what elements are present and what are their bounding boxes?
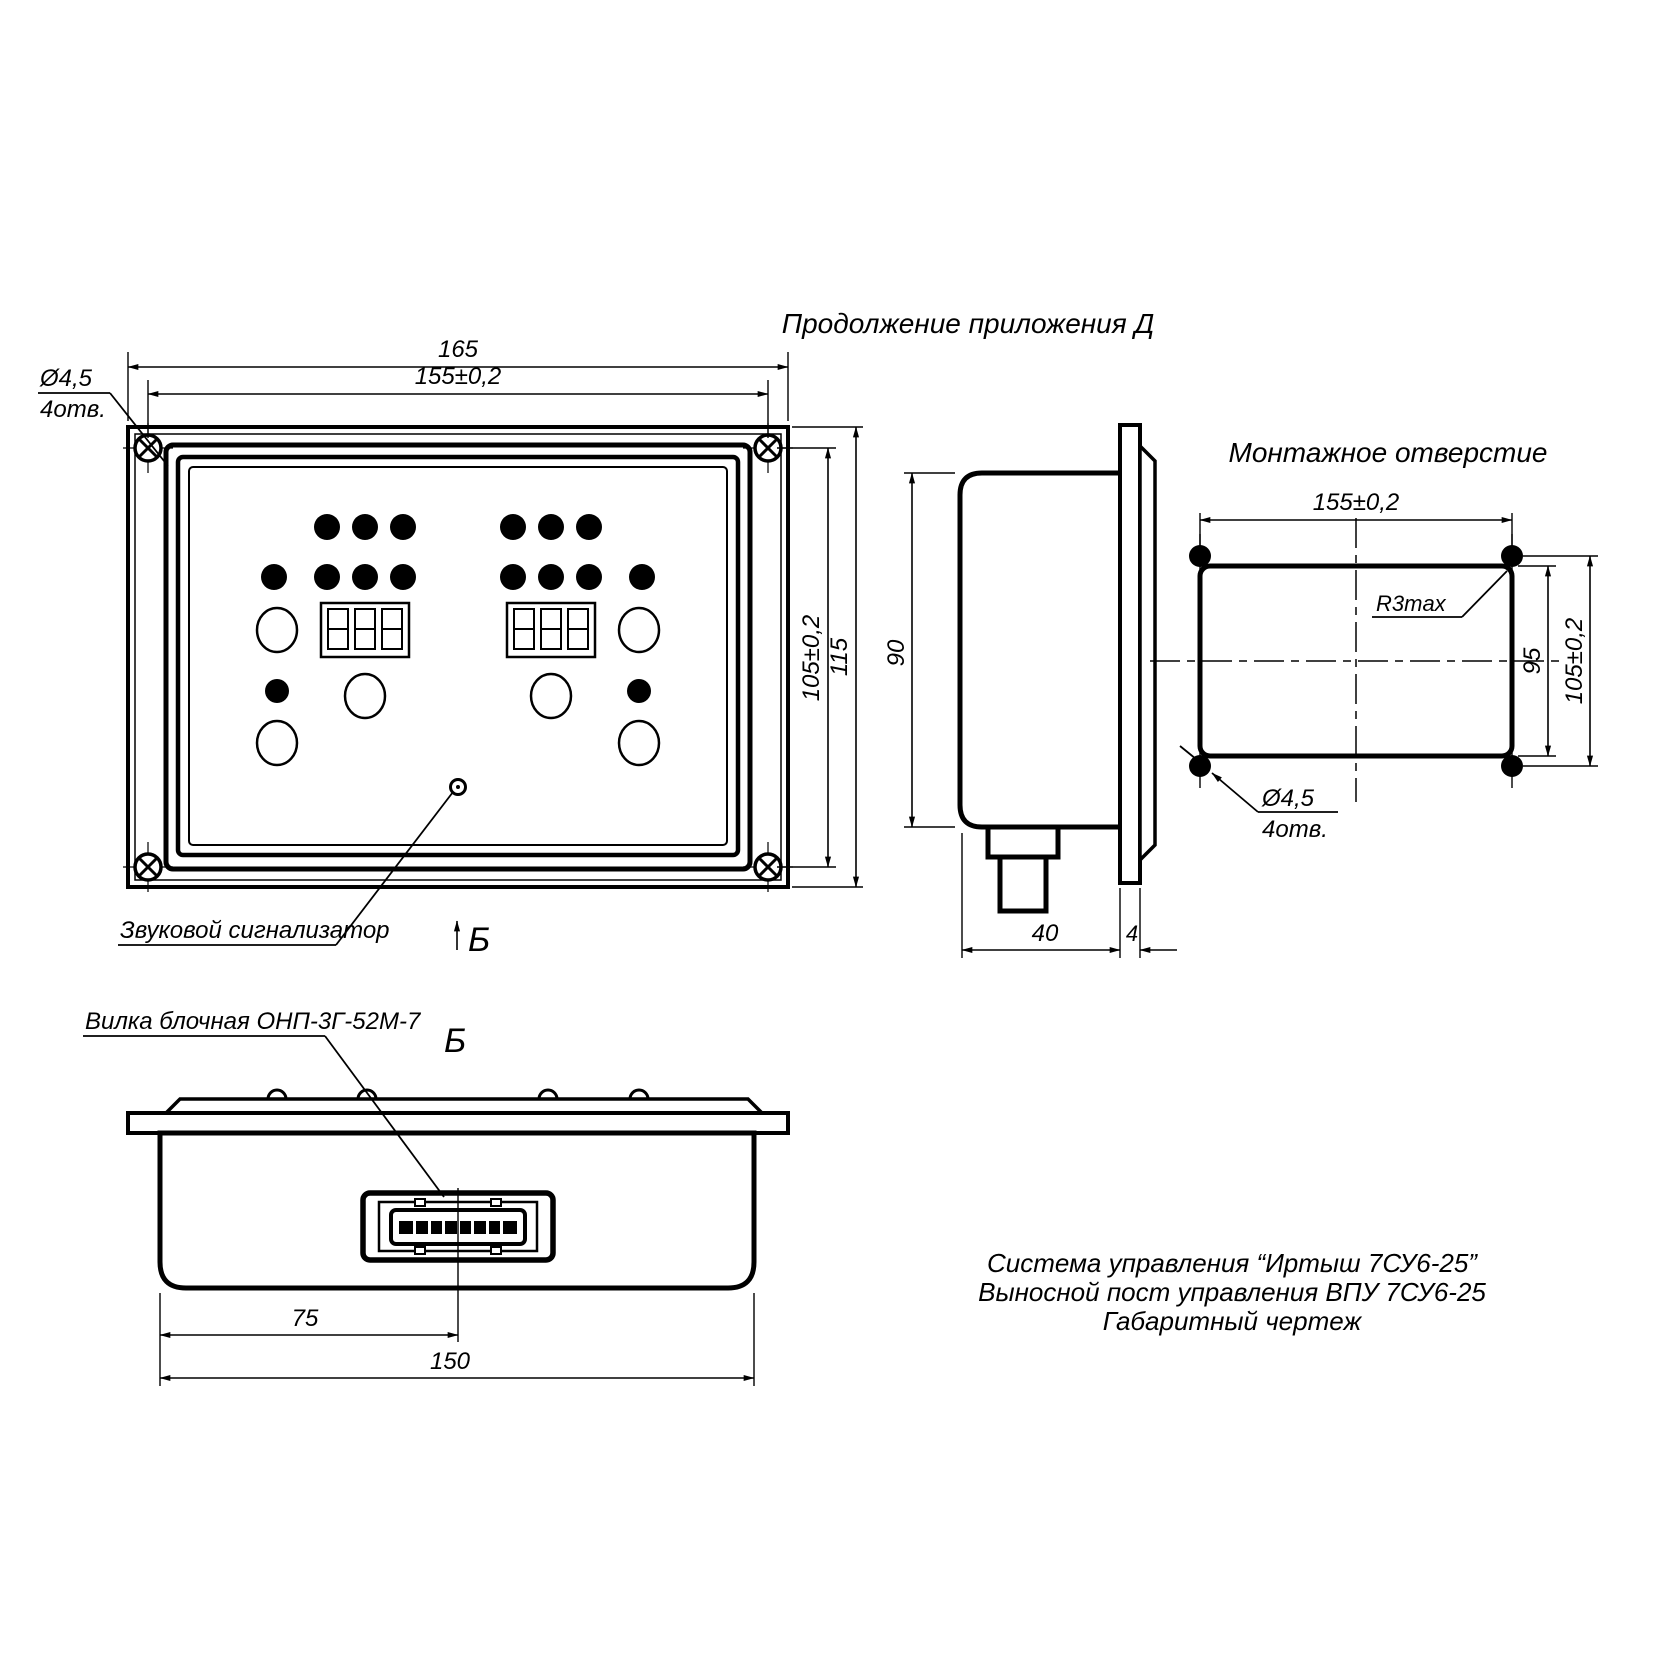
dim-text-75: 75 [292,1305,319,1332]
led-indicators-row1 [314,514,602,540]
button [343,672,387,720]
buzzer-label-text: Звуковой сигнализатор [120,917,390,944]
front-panel-inner-edge-line [134,433,782,881]
dimension-hole-screw-height: 105±0,2 [1523,555,1598,767]
view-b-label: Б [444,1022,466,1060]
dimension-connector-offset: 75 [159,1293,459,1386]
dimension-height-outer: 115 [792,426,863,888]
bezel-frame-middle [175,454,741,858]
connector-tab [490,1246,502,1255]
dim-text-hole-105: 105±0,2 [1561,618,1588,705]
front-view: 165 155±0,2 105±0,2 115 Ø4,5 4отв. [38,336,863,959]
led-indicators-row4 [265,679,651,703]
dim-text-90: 90 [883,639,910,666]
buzzer-callout: Звуковой сигнализатор [118,791,454,946]
dimension-flange-thickness: 4 [1126,888,1177,958]
connector [360,1188,556,1342]
screw-bump [356,1088,378,1100]
title-block-line1: Система управления “Иртыш 7СУ6-25” [987,1248,1478,1278]
screw-bump [537,1088,559,1100]
buzzer-hole [449,778,467,796]
dim-text-105: 105±0,2 [798,615,825,702]
dim-text-165: 165 [438,336,479,363]
mounting-hole-dots [1189,534,1523,788]
button [255,719,299,767]
radius-note-text: R3max [1376,591,1447,616]
side-bezel-chamfer [1138,441,1157,865]
seven-segment-display-right [505,601,597,659]
button [617,606,661,654]
connector-label-text: Вилка блочная ОНП-3Г-52М-7 [85,1008,422,1035]
centerlines [1150,518,1562,802]
screw-bottom-left-icon [123,842,173,892]
dim-text-115: 115 [826,637,853,676]
seven-segment-display-left [319,601,411,659]
panel-face-edge [188,466,728,846]
side-view: 90 40 4 [883,423,1177,958]
dimension-height-holes: 105±0,2 [777,447,836,868]
section-b-marker: Б [453,920,490,959]
flange-strip [126,1111,790,1135]
sheet-continuation-title: Продолжение приложения Д [782,308,1154,339]
front-hole-note: Ø4,5 4отв. [38,365,169,467]
dim-text-4: 4 [1126,921,1138,946]
dim-text-150: 150 [430,1348,471,1375]
bezel-strip [161,1088,767,1115]
bottom-view: Б [83,1008,790,1386]
mounting-view-title: Монтажное отверстие [1229,437,1548,468]
button [617,719,661,767]
panel-buttons [255,606,661,767]
bezel-frame-outer [163,442,753,872]
hole-count-text: 4отв. [1262,816,1328,843]
mounting-hole-note: Ø4,5 4отв. [1179,745,1338,843]
led-indicators-row2 [261,564,655,590]
dim-text-hole-155: 155±0,2 [1313,489,1400,516]
dimension-width-outer: 165 [127,336,789,421]
connector-tab [414,1246,426,1255]
screw-bump [266,1088,288,1100]
mounting-view: Монтажное отверстие 155±0,2 95 [1150,437,1598,843]
corner-radius-note: R3max [1372,570,1508,618]
side-connector [985,824,1061,914]
connector-tab [414,1198,426,1207]
dimension-body-height: 90 [883,472,955,828]
hole-count-text: 4отв. [40,396,106,423]
side-flange-plate [1118,423,1142,885]
dimension-hole-height: 95 [1518,565,1556,757]
front-panel-outline [126,425,790,889]
dimension-body-depth: 40 [961,833,1121,958]
side-body-outline [957,470,1120,830]
title-block-line2: Выносной пост управления ВПУ 7СУ6-25 [978,1277,1486,1307]
dimension-body-width: 150 [159,1293,755,1386]
screw-bump [628,1088,650,1100]
title-block-line3: Габаритный чертеж [1103,1306,1363,1336]
section-letter-text: Б [468,921,490,959]
button [529,672,573,720]
dimension-width-holes: 155±0,2 [147,363,769,438]
hole-diameter-text: Ø4,5 [1261,785,1315,812]
dim-text-95: 95 [1519,647,1546,674]
connector-tab [490,1198,502,1207]
title-block: Система управления “Иртыш 7СУ6-25” Вынос… [978,1248,1486,1336]
connector-callout: Вилка блочная ОНП-3Г-52М-7 [83,1008,445,1198]
button [255,606,299,654]
dim-text-40: 40 [1032,920,1059,947]
dim-text-155: 155±0,2 [415,363,502,390]
hole-diameter-text: Ø4,5 [39,365,93,392]
dimension-hole-width: 155±0,2 [1199,489,1513,546]
